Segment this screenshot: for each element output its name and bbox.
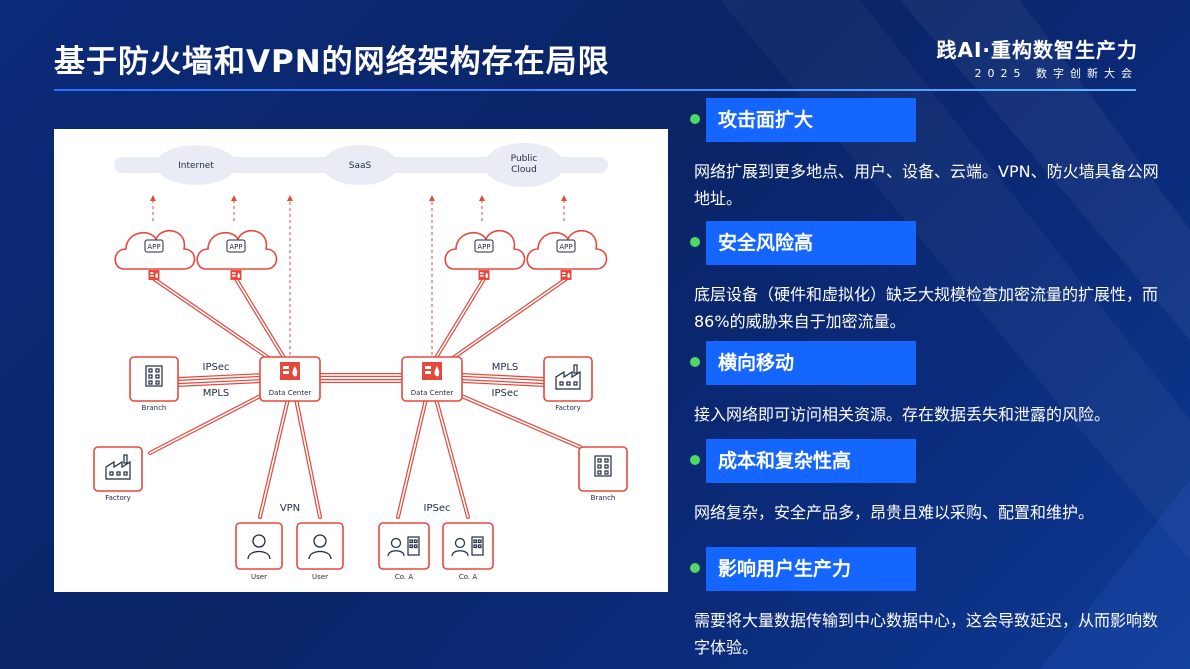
issue-title: 影响用户生产力 <box>706 547 916 591</box>
company-site-1: Co. A <box>378 522 430 581</box>
company-user-icon <box>451 536 484 557</box>
brand-name: 践AI·重构数智生产力 <box>936 38 1138 62</box>
issue-security-risk: 安全风险高 底层设备（硬件和虚拟化）缺乏大规模检查加密流量的扩展性，而86%的威… <box>690 221 1160 335</box>
factory-icon <box>105 454 131 480</box>
data-center-label: Data Center <box>411 389 454 397</box>
network-links <box>148 277 582 519</box>
user-2: User <box>296 522 344 581</box>
issue-title: 成本和复杂性高 <box>706 439 916 483</box>
app-label: APP <box>147 243 160 251</box>
factory-icon <box>555 364 581 390</box>
factory-label: Factory <box>105 494 131 502</box>
issue-header: 攻击面扩大 <box>690 98 1160 142</box>
user-1: User <box>235 522 283 581</box>
issue-title: 横向移动 <box>706 341 916 385</box>
issue-header: 成本和复杂性高 <box>690 439 1160 483</box>
issue-attack-surface: 攻击面扩大 网络扩展到更多地点、用户、设备、云端。VPN、防火墙具备公网地址。 <box>690 98 1160 212</box>
issue-header: 影响用户生产力 <box>690 547 1160 591</box>
issue-description: 网络复杂，安全产品多，昂贵且难以采购、配置和维护。 <box>694 503 1095 522</box>
mpls-label-left: MPLS <box>203 388 230 399</box>
app-label: APP <box>477 243 490 251</box>
branch-right: Branch <box>578 446 628 502</box>
issue-description: 需要将大量数据传输到中心数据中心，这会导致延迟，从而影响数字体验。 <box>694 611 1159 657</box>
brand-subtitle: 2025 数字创新大会 <box>974 67 1138 80</box>
cloud-label-internet: Internet <box>178 161 214 171</box>
cloud-label-saas: SaaS <box>349 161 372 171</box>
factory-right: Factory <box>543 356 593 412</box>
issue-title: 安全风险高 <box>706 221 916 265</box>
issue-cost-complexity: 成本和复杂性高 网络复杂，安全产品多，昂贵且难以采购、配置和维护。 <box>690 439 1160 526</box>
app-cloud-1: APP <box>114 229 196 280</box>
factory-label: Factory <box>555 404 581 412</box>
company-site-2: Co. A <box>442 522 494 581</box>
issue-header: 横向移动 <box>690 341 1160 385</box>
mpls-label-right: MPLS <box>492 362 519 373</box>
internet-traffic-arrows <box>150 195 567 355</box>
bullet-icon <box>690 237 700 247</box>
ipsec-label-right: IPSec <box>492 388 519 399</box>
user-icon <box>247 534 271 560</box>
company-label: Co. A <box>459 573 477 581</box>
bullet-icon <box>690 563 700 573</box>
factory-left: Factory <box>93 446 143 502</box>
branch-label: Branch <box>591 494 616 502</box>
issue-header: 安全风险高 <box>690 221 1160 265</box>
issue-lateral-movement: 横向移动 接入网络即可访问相关资源。存在数据丢失和泄露的风险。 <box>690 341 1160 428</box>
issue-description: 网络扩展到更多地点、用户、设备、云端。VPN、防火墙具备公网地址。 <box>694 162 1159 208</box>
data-center-label: Data Center <box>269 389 312 397</box>
brand-logo: 践AI·重构数智生产力 2025 数字创新大会 <box>936 34 1138 81</box>
bullet-icon <box>690 114 700 124</box>
company-label: Co. A <box>395 573 413 581</box>
bullet-icon <box>690 357 700 367</box>
issue-description: 接入网络即可访问相关资源。存在数据丢失和泄露的风险。 <box>694 405 1111 424</box>
ipsec-label-bottom: IPSec <box>424 503 451 514</box>
company-user-icon <box>387 536 420 557</box>
data-center-left: Data Center <box>259 356 321 402</box>
branch-left: Branch <box>129 356 179 412</box>
bullet-icon <box>690 455 700 465</box>
building-icon <box>594 455 612 477</box>
branch-label: Branch <box>142 404 167 412</box>
app-cloud-4: APP <box>526 229 608 280</box>
ipsec-label-left: IPSec <box>203 362 230 373</box>
issue-description: 底层设备（硬件和虚拟化）缺乏大规模检查加密流量的扩展性，而86%的威胁来自于加密… <box>694 285 1159 331</box>
app-cloud-3: APP <box>444 229 526 280</box>
user-label: User <box>251 573 267 581</box>
vpn-label: VPN <box>280 503 300 514</box>
issue-title: 攻击面扩大 <box>706 98 916 142</box>
building-icon <box>145 365 163 387</box>
app-label: APP <box>559 243 572 251</box>
app-cloud-2: APP <box>196 229 278 280</box>
user-label: User <box>312 573 328 581</box>
header-divider <box>54 89 1136 91</box>
user-icon <box>308 534 332 560</box>
page-title: 基于防火墙和VPN的网络架构存在局限 <box>54 44 610 80</box>
app-label: APP <box>229 243 242 251</box>
issue-productivity: 影响用户生产力 需要将大量数据传输到中心数据中心，这会导致延迟，从而影响数字体验… <box>690 547 1160 661</box>
data-center-right: Data Center <box>401 356 463 402</box>
